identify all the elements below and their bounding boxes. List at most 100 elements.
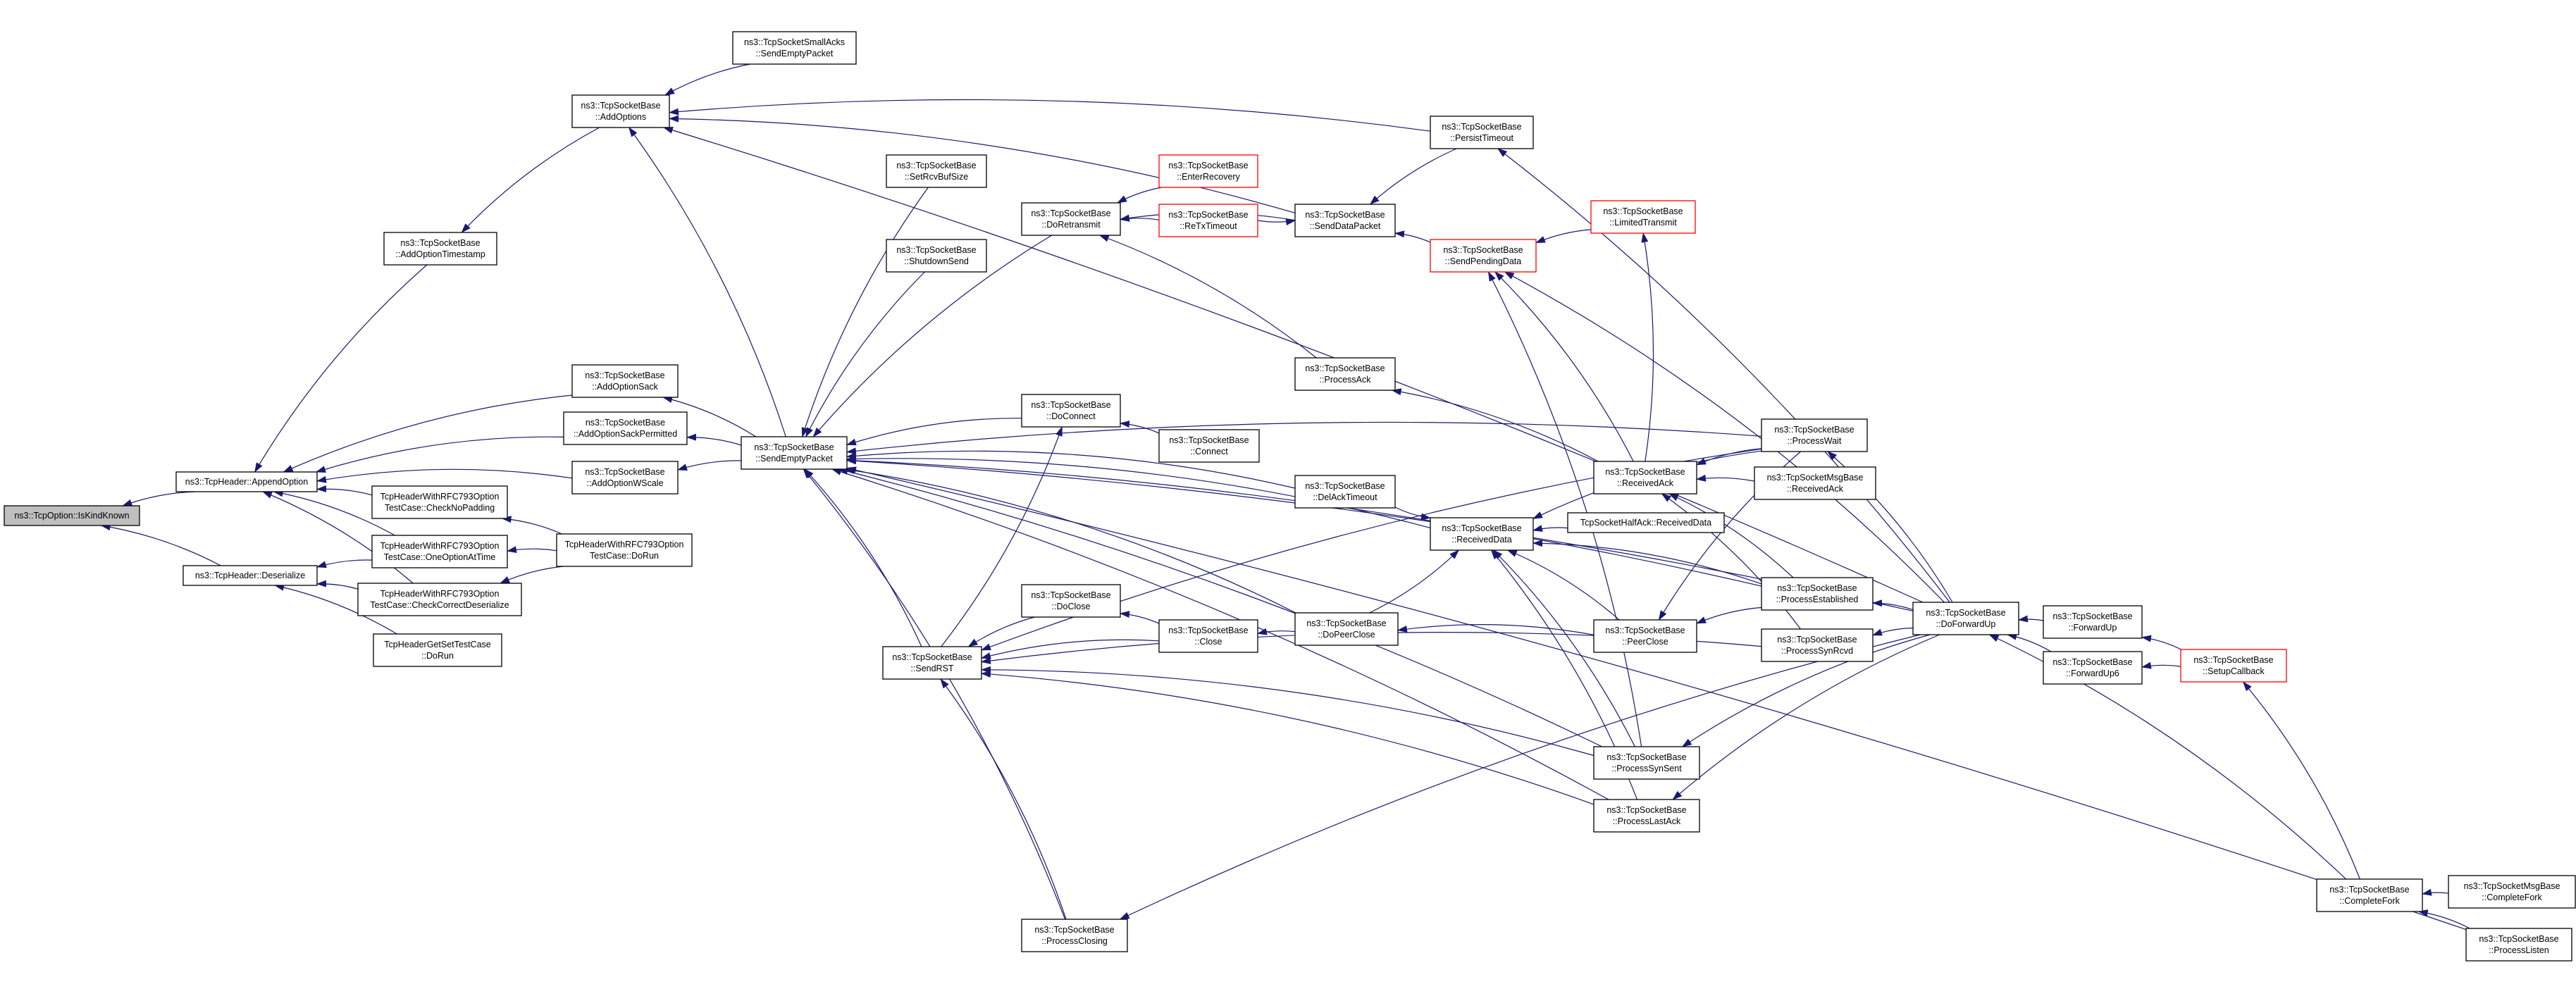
node-box <box>1294 357 1396 391</box>
edge-doForwardUp-to-processClosing <box>1119 634 1921 920</box>
node-processSynRcvd[interactable]: ns3::TcpSocketBase::ProcessSynRcvd <box>1761 628 1874 662</box>
node-label: ::EnterRecovery <box>1177 172 1240 182</box>
node-processListen[interactable]: ns3::TcpSocketBase::ProcessListen <box>2465 928 2572 962</box>
node-addWScale[interactable]: ns3::TcpSocketBase::AddOptionWScale <box>571 461 679 494</box>
node-box <box>1294 204 1396 237</box>
node-label: ::SendEmptyPacket <box>755 454 833 464</box>
node-box <box>1294 612 1399 646</box>
node-box <box>1754 466 1876 500</box>
edge-processSynSent-to-sendRST <box>981 666 1594 757</box>
node-forwardUp6[interactable]: ns3::TcpSocketBase::ForwardUp6 <box>2043 651 2143 685</box>
edge-oneOpt-to-appendOpt <box>273 490 395 536</box>
node-label: ::ProcessSynRcvd <box>1781 646 1853 656</box>
node-msgReceivedAck[interactable]: ns3::TcpSocketMsgBase::ReceivedAck <box>1754 466 1876 500</box>
node-doForwardUp[interactable]: ns3::TcpSocketBase::DoForwardUp <box>1912 602 2019 635</box>
node-setRcvBuf[interactable]: ns3::TcpSocketBase::SetRcvBufSize <box>886 154 987 188</box>
node-persistTimeout[interactable]: ns3::TcpSocketBase::PersistTimeout <box>1430 116 1534 149</box>
node-label: ns3::TcpSocketBase <box>1926 608 2005 618</box>
node-label: ns3::TcpSocketBase <box>1606 752 1686 762</box>
node-box <box>1021 919 1128 952</box>
node-connect[interactable]: ns3::TcpSocketBase::Connect <box>1158 429 1260 463</box>
node-label: ns3::TcpSocketBase <box>1443 245 1523 255</box>
edge-close-to-doClose <box>1120 611 1160 624</box>
node-doClose[interactable]: ns3::TcpSocketBase::DoClose <box>1021 584 1121 618</box>
node-box <box>1158 154 1258 188</box>
node-box <box>175 471 318 492</box>
edge-processListen-to-sendEmpty <box>846 466 2467 931</box>
node-msgCompleteFork[interactable]: ns3::TcpSocketMsgBase::CompleteFork <box>2448 875 2576 909</box>
node-addOpts[interactable]: ns3::TcpSocketBase::AddOptions <box>571 94 670 128</box>
node-label: ::AddOptionSack <box>592 382 659 392</box>
edge-doForwardUp-to-sendPendingData <box>1504 271 1945 603</box>
node-processAck[interactable]: ns3::TcpSocketBase::ProcessAck <box>1294 357 1396 391</box>
node-sendRST[interactable]: ns3::TcpSocketBase::SendRST <box>882 646 982 680</box>
node-addSack[interactable]: ns3::TcpSocketBase::AddOptionSack <box>571 364 679 398</box>
edge-deser-to-isKind <box>100 523 221 566</box>
node-reTxTimeout[interactable]: ns3::TcpSocketBase::ReTxTimeout <box>1158 204 1258 237</box>
node-label: ns3::TcpOption::IsKindKnown <box>14 511 129 521</box>
node-close[interactable]: ns3::TcpSocketBase::Close <box>1158 619 1258 653</box>
node-addSackPerm[interactable]: ns3::TcpSocketBase::AddOptionSackPermitt… <box>563 411 688 445</box>
node-box <box>371 535 508 568</box>
node-completeFork[interactable]: ns3::TcpSocketBase::CompleteFork <box>2316 878 2423 912</box>
node-forwardUp[interactable]: ns3::TcpSocketBase::ForwardUp <box>2043 605 2143 639</box>
node-label: ns3::TcpSocketBase <box>1034 925 1114 935</box>
node-label: TcpHeaderWithRFC793Option <box>380 541 500 551</box>
node-shutdownSend[interactable]: ns3::TcpSocketBase::ShutdownSend <box>886 239 987 273</box>
node-sendDataPacket[interactable]: ns3::TcpSocketBase::SendDataPacket <box>1294 204 1396 237</box>
node-deser[interactable]: ns3::TcpHeader::Deserialize <box>182 565 318 586</box>
node-smallAcks[interactable]: ns3::TcpSocketSmallAcks::SendEmptyPacket <box>732 31 857 65</box>
edge-delAckTimeout-to-sendEmpty <box>846 450 1296 489</box>
edge-doConnect-to-sendEmpty <box>846 418 1022 446</box>
node-box <box>1912 602 2019 635</box>
node-sendPendingData[interactable]: ns3::TcpSocketBase::SendPendingData <box>1430 239 1537 273</box>
node-checkNoPad[interactable]: TcpHeaderWithRFC793OptionTestCase::Check… <box>371 485 508 519</box>
edge-setupCallback-to-forwardUp6 <box>2141 661 2181 669</box>
node-box <box>383 232 497 266</box>
node-halfAck[interactable]: TcpSocketHalfAck::ReceivedData <box>1567 512 1725 533</box>
node-sendEmpty[interactable]: ns3::TcpSocketBase::SendEmptyPacket <box>741 436 848 470</box>
node-label: ::ReceivedData <box>1451 535 1512 545</box>
node-addOptTs[interactable]: ns3::TcpSocketBase::AddOptionTimestamp <box>383 232 497 266</box>
node-oneOpt[interactable]: TcpHeaderWithRFC793OptionTestCase::OneOp… <box>371 535 508 568</box>
node-doRetransmit[interactable]: ns3::TcpSocketBase::DoRetransmit <box>1021 202 1121 236</box>
node-box <box>2043 651 2143 685</box>
node-receivedData[interactable]: ns3::TcpSocketBase::ReceivedData <box>1430 517 1534 551</box>
node-isKind[interactable]: ns3::TcpOption::IsKindKnown <box>4 505 140 526</box>
node-checkCorrect[interactable]: TcpHeaderWithRFC793OptionTestCase::Check… <box>357 583 522 616</box>
edge-rfcDoRun-to-checkCorrect <box>500 566 564 584</box>
node-box <box>1590 200 1696 234</box>
node-processWait[interactable]: ns3::TcpSocketBase::ProcessWait <box>1761 418 1868 452</box>
node-peerClose[interactable]: ns3::TcpSocketBase::PeerClose <box>1593 619 1697 653</box>
edge-checkCorrect-to-deser <box>316 580 359 590</box>
node-box <box>1593 619 1697 653</box>
node-label: ns3::TcpSocketBase <box>1605 626 1685 635</box>
node-label: ns3::TcpSocketBase <box>1168 161 1248 170</box>
edge-addOptTs-to-appendOpt <box>254 264 428 473</box>
node-label: ns3::TcpSocketBase <box>1305 481 1385 491</box>
edge-processWait-to-sendEmpty <box>846 421 1762 455</box>
node-setupCallback[interactable]: ns3::TcpSocketBase::SetupCallback <box>2180 649 2287 683</box>
node-limitedTransmit[interactable]: ns3::TcpSocketBase::LimitedTransmit <box>1590 200 1696 234</box>
node-processSynSent[interactable]: ns3::TcpSocketBase::ProcessSynSent <box>1593 746 1700 780</box>
node-delAckTimeout[interactable]: ns3::TcpSocketBase::DelAckTimeout <box>1294 475 1396 509</box>
node-processLastAck[interactable]: ns3::TcpSocketBase::ProcessLastAck <box>1593 799 1700 833</box>
node-label: ns3::TcpSocketBase <box>1605 467 1685 477</box>
node-doPeerClose[interactable]: ns3::TcpSocketBase::DoPeerClose <box>1294 612 1399 646</box>
node-doConnect[interactable]: ns3::TcpSocketBase::DoConnect <box>1021 394 1121 428</box>
edge-doPeerClose-to-receivedData <box>1369 549 1460 614</box>
node-processClosing[interactable]: ns3::TcpSocketBase::ProcessClosing <box>1021 919 1128 952</box>
node-label: ::AddOptions <box>595 112 646 122</box>
edge-close-to-sendRST <box>981 639 1160 659</box>
edges-layer <box>100 63 2470 931</box>
node-receivedAck[interactable]: ns3::TcpSocketBase::ReceivedAck <box>1593 461 1697 494</box>
node-label: TcpHeaderWithRFC793Option <box>565 540 684 549</box>
node-box <box>556 533 693 567</box>
node-appendOpt[interactable]: ns3::TcpHeader::AppendOption <box>175 471 318 492</box>
edge-halfAck-to-receivedData <box>1532 525 1568 532</box>
edge-doPeerClose-to-close <box>1257 628 1296 635</box>
node-getSetDoRun[interactable]: TcpHeaderGetSetTestCase::DoRun <box>373 633 502 667</box>
node-enterRecovery[interactable]: ns3::TcpSocketBase::EnterRecovery <box>1158 154 1258 188</box>
node-processEstablished[interactable]: ns3::TcpSocketBase::ProcessEstablished <box>1761 577 1874 611</box>
